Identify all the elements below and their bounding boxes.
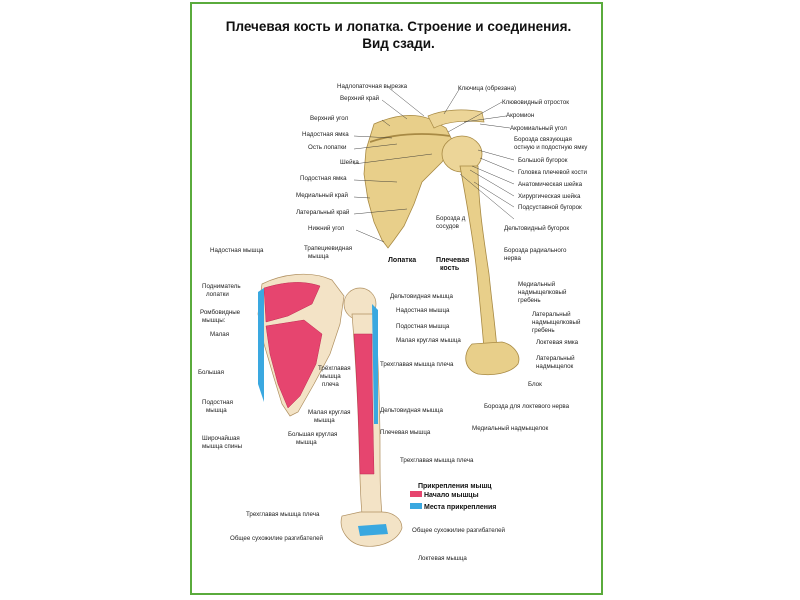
label-inferior-angle: Нижний угол bbox=[308, 225, 345, 232]
label-teres-major-1: Большая круглая bbox=[288, 431, 337, 438]
top-right-labels: Ключица (обрезана) Клювовидный отросток … bbox=[458, 85, 588, 432]
label-teres-minor-1: Малая круглая bbox=[308, 409, 350, 416]
label-teres-minor-ins: Малая круглая мышца bbox=[396, 337, 461, 344]
top-left-labels: Надлопаточная вырезка Верхний край Верхн… bbox=[296, 83, 408, 232]
label-neck: Шейка bbox=[340, 159, 359, 166]
anatomy-poster: Плечевая кость и лопатка. Строение и сое… bbox=[190, 2, 603, 595]
label-infraspinatus-ins: Подостная мышца bbox=[396, 323, 450, 330]
label-infraglenoid-tubercle: Подсуставной бугорок bbox=[518, 204, 582, 211]
label-triceps-left-3: плеча bbox=[322, 381, 339, 388]
label-supraspinatus-ins: Надостная мышца bbox=[396, 307, 450, 314]
label-triceps-left-2: мышца bbox=[320, 373, 341, 380]
label-acromial-angle: Акромиальный угол bbox=[510, 125, 567, 132]
label-radial-groove-1: Борозда радиального bbox=[504, 247, 567, 254]
anatomy-diagram: Надлопаточная вырезка Верхний край Верхн… bbox=[198, 83, 588, 562]
label-superior-border: Верхний край bbox=[340, 95, 380, 102]
label-trapezius-1: Трапециевидная bbox=[304, 245, 352, 252]
label-superior-angle: Верхний угол bbox=[310, 115, 349, 122]
label-acromion: Акромион bbox=[506, 112, 534, 119]
legend-origin-swatch bbox=[410, 491, 422, 497]
title-line-1: Плечевая кость и лопатка. Строение и сое… bbox=[225, 19, 572, 34]
bottom-lower-left-labels: Трехглавая мышца плеча Общее сухожилие р… bbox=[230, 511, 324, 542]
legend-insertion-label: Места прикрепления bbox=[424, 504, 496, 511]
label-extensor-tendon-right: Общее сухожилие разгибателей bbox=[412, 527, 506, 534]
label-lateral-epicondyle-2: надмыщелок bbox=[536, 363, 574, 370]
legend-insertion-swatch bbox=[410, 503, 422, 509]
label-supraspinatus: Надостная мышца bbox=[210, 247, 264, 254]
label-ulnar-groove: Борозда для локтевого нерва bbox=[484, 403, 570, 410]
label-triceps-left-1: Трёхглавая bbox=[318, 365, 351, 372]
label-infraspinatus-2: мышца bbox=[206, 407, 227, 414]
legend-heading: Прикрепления мышц bbox=[418, 483, 492, 490]
label-humerus-name-1: Плечевая bbox=[436, 257, 469, 264]
label-triceps-lower-left: Трехглавая мышца плеча bbox=[246, 511, 320, 518]
label-humeral-head: Головка плечевой кости bbox=[518, 169, 587, 176]
label-anatomical-neck: Анатомическая шейка bbox=[518, 181, 583, 188]
bottom-left-labels: Надостная мышца Трапециевидная мышца Под… bbox=[198, 245, 352, 450]
label-levator-1: Подниматель bbox=[202, 283, 241, 290]
label-radial-groove-2: нерва bbox=[504, 255, 522, 262]
label-medial-epicondyle: Медиальный надмыщелок bbox=[472, 425, 548, 432]
label-deltoid-tuberosity: Дельтовидный бугорок bbox=[504, 225, 569, 232]
label-supraspinous-fossa: Надостная ямка bbox=[302, 131, 349, 138]
scapula-muscle-illustration bbox=[257, 273, 345, 417]
bottom-right-labels: Дельтовидная мышца Надостная мышца Подос… bbox=[380, 293, 506, 562]
label-trapezius-2: мышца bbox=[308, 253, 329, 260]
label-anconeus: Локтевая мышца bbox=[418, 555, 467, 562]
label-deltoid-upper: Дельтовидная мышца bbox=[390, 293, 453, 300]
label-latissimus-2: мышца спины bbox=[202, 443, 243, 450]
label-deltoid-lower: Дельтовидная мышца bbox=[380, 407, 443, 414]
label-scapula-name: Лопатка bbox=[388, 257, 416, 264]
poster-title: Плечевая кость и лопатка. Строение и сое… bbox=[192, 18, 605, 52]
label-suprascapular-notch: Надлопаточная вырезка bbox=[337, 83, 408, 90]
legend-origin-label: Начало мышцы bbox=[424, 492, 479, 499]
label-clavicle: Ключица (обрезана) bbox=[458, 85, 516, 92]
label-lateral-epicondyle-1: Латеральный bbox=[536, 355, 575, 362]
label-spinoglenoid-1: Борозда связующая bbox=[514, 136, 572, 143]
label-spinoglenoid-2: остную и подостную ямку bbox=[514, 144, 588, 151]
label-coracoid: Клювовидный отросток bbox=[502, 99, 569, 106]
label-infraspinous-fossa: Подостная ямка bbox=[300, 175, 347, 182]
label-teres-minor-2: мышца bbox=[314, 417, 335, 424]
title-line-2: Вид сзади. bbox=[362, 36, 435, 51]
label-lateral-ridge-2: надмыщелковый bbox=[532, 319, 581, 326]
label-teres-major-2: мышца bbox=[296, 439, 317, 446]
label-rhomboid-1: Ромбовидные bbox=[200, 309, 241, 316]
label-greater-tubercle: Большой бугорок bbox=[518, 157, 568, 164]
label-extensor-tendon-left: Общее сухожилие разгибателей bbox=[230, 535, 324, 542]
label-triceps-right-lower: Трехглавая мышца плеча bbox=[400, 457, 474, 464]
top-mid-labels: Борозда д сосудов Лопатка Плечевая кость bbox=[388, 215, 469, 272]
label-brachialis: Плечевая мышца bbox=[380, 429, 431, 436]
label-vessel-groove-2: сосудов bbox=[436, 223, 460, 230]
label-spine-of-scapula: Ость лопатки bbox=[308, 144, 347, 151]
label-triceps-right-upper: Трехглавая мышца плеча bbox=[380, 361, 454, 368]
label-infraspinatus-1: Подостная bbox=[202, 399, 233, 406]
label-olecranon-fossa: Локтевая ямка bbox=[536, 339, 579, 346]
label-lateral-ridge-1: Латеральный bbox=[532, 311, 571, 318]
legend: Прикрепления мышц Начало мышцы Места при… bbox=[410, 483, 496, 511]
humerus-muscle-illustration bbox=[340, 287, 403, 547]
leader-lines bbox=[353, 87, 515, 243]
label-lateral-border: Латеральный край bbox=[296, 209, 350, 216]
label-humerus-name-2: кость bbox=[440, 265, 460, 272]
label-rhomboid-major: Большая bbox=[198, 369, 224, 376]
label-medial-ridge-1: Медиальный bbox=[518, 281, 556, 288]
label-latissimus-1: Широчайшая bbox=[202, 435, 240, 442]
label-rhomboid-2: мышцы: bbox=[202, 317, 226, 324]
label-medial-ridge-2: надмыщелковый bbox=[518, 289, 567, 296]
label-trochlea: Блок bbox=[528, 381, 542, 388]
label-vessel-groove-1: Борозда д bbox=[436, 215, 466, 222]
label-levator-2: лопатки bbox=[206, 291, 229, 298]
label-medial-border: Медиальный край bbox=[296, 192, 348, 199]
humerus-illustration bbox=[441, 135, 520, 376]
label-surgical-neck: Хирургическая шейка bbox=[518, 193, 581, 200]
label-medial-ridge-3: гребень bbox=[518, 297, 541, 304]
label-rhomboid-minor: Малая bbox=[210, 331, 229, 338]
label-lateral-ridge-3: гребень bbox=[532, 327, 555, 334]
